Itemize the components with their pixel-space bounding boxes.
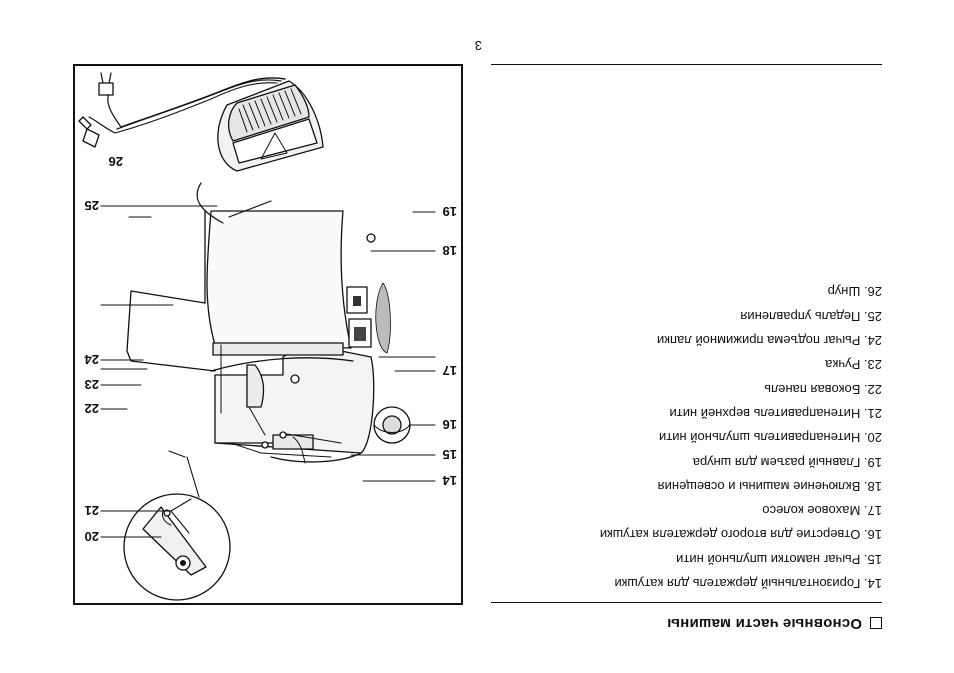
list-item: 26. Шнур <box>827 284 882 300</box>
page-number: 3 <box>474 38 482 53</box>
list-item: 16. Отверстие для второго держателя кату… <box>599 527 882 543</box>
list-item: 14. Горизонтальный держатель для катушки <box>614 576 882 591</box>
callout-19: 19 <box>443 204 457 219</box>
foot-pedal <box>217 80 324 172</box>
parts-list: 14. Горизонтальный держатель для катушки… <box>562 279 882 595</box>
list-item: 21. Нитенаправитель верхней нити <box>669 405 882 421</box>
callout-23: 23 <box>85 377 99 392</box>
callout-14: 14 <box>442 473 457 488</box>
thread-guide-detail <box>123 450 231 601</box>
list-item: 18. Включение машины и освещения <box>657 478 882 494</box>
list-item: 15. Рычаг намотки шпульной нити <box>676 551 882 567</box>
power-cord <box>78 72 286 148</box>
callout-17: 17 <box>443 363 457 378</box>
callout-15: 15 <box>443 447 457 462</box>
callout-22: 22 <box>85 401 99 416</box>
callout-25: 25 <box>85 198 99 213</box>
list-item: 20. Нитенаправитель шпульной нити <box>658 430 882 446</box>
leader-lines <box>100 205 436 538</box>
list-item: 23. Ручка <box>825 357 882 373</box>
list-item: 17. Маховое колесо <box>762 503 882 519</box>
list-item: 25. Педаль управления <box>740 308 882 324</box>
callout-21: 21 <box>85 503 99 518</box>
callout-24: 24 <box>84 352 99 367</box>
callout-26: 26 <box>109 154 123 169</box>
section-title: Основные части машины <box>667 615 862 632</box>
callout-labels: 14 15 16 17 18 19 20 21 22 23 24 25 26 <box>84 154 457 544</box>
callout-20: 20 <box>85 529 99 544</box>
list-item: 24. Рычаг подъема прижимной лапки <box>657 333 882 349</box>
section-heading: Основные части машины <box>667 615 882 632</box>
sewing-machine-illustration: 14 15 16 17 18 19 20 21 22 23 24 25 26 <box>78 72 457 601</box>
machine-figure: 14 15 16 17 18 19 20 21 22 23 24 25 26 <box>73 64 463 605</box>
header-rule <box>491 64 882 65</box>
list-item: 22. Боковая панель <box>764 381 882 397</box>
checkbox-square-icon <box>870 617 882 630</box>
callout-16: 16 <box>443 417 457 432</box>
footer-rule <box>491 602 882 603</box>
list-item: 19. Главный разъем для шнура <box>692 454 882 470</box>
machine-body <box>126 182 411 464</box>
callout-18: 18 <box>443 243 457 258</box>
